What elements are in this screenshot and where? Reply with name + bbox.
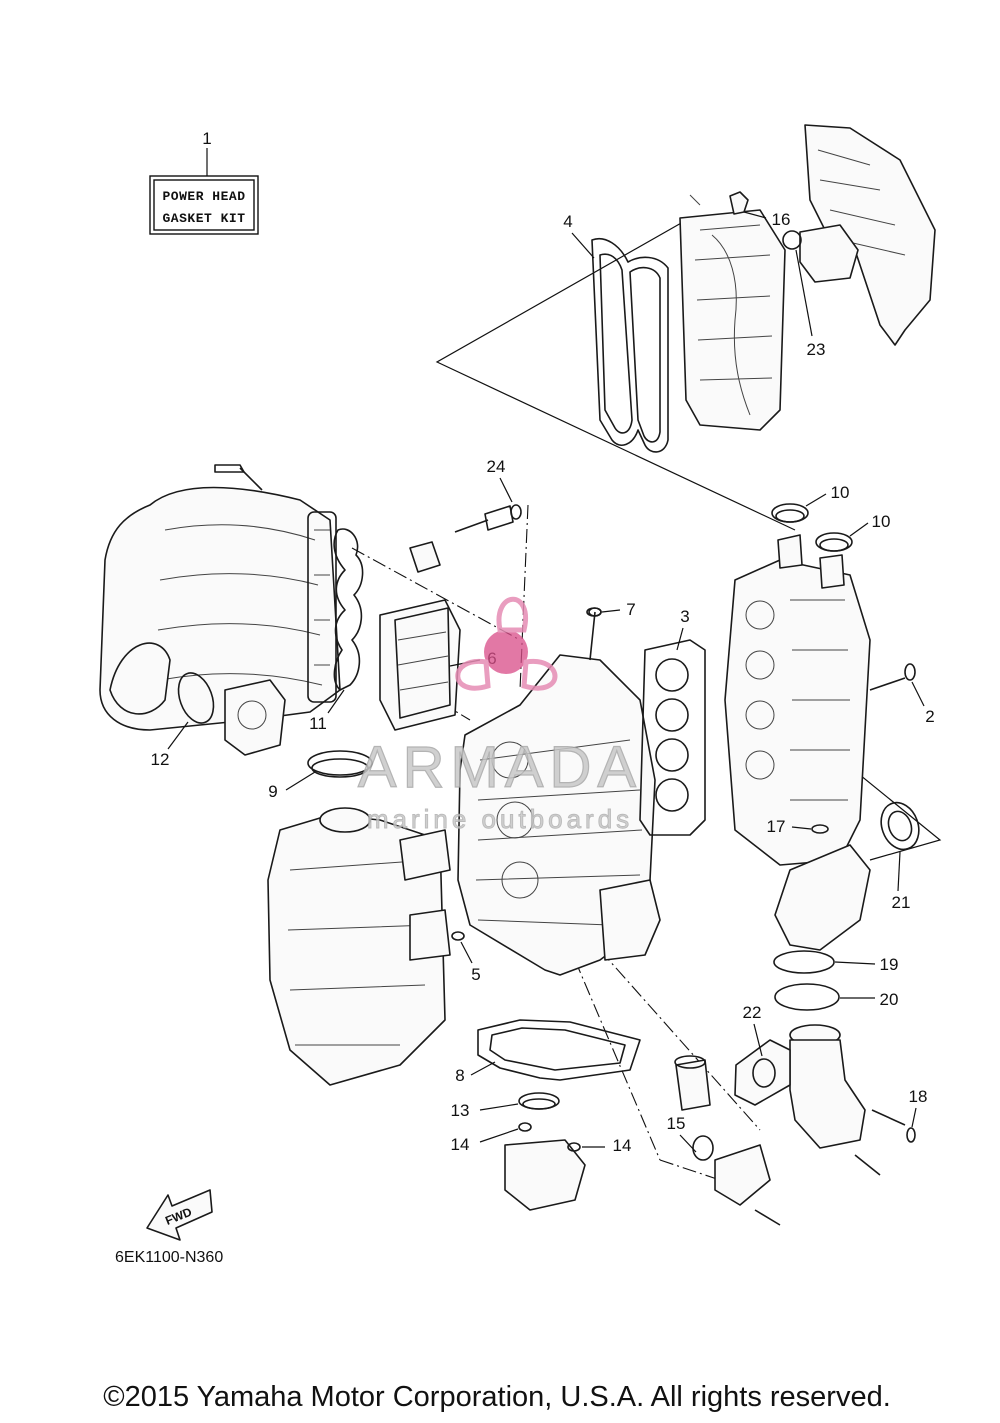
callout-9: 9 xyxy=(268,782,277,801)
gasket-kit-box: POWER HEAD GASKET KIT xyxy=(149,148,259,235)
callout-2: 2 xyxy=(925,707,934,726)
o-ring-5 xyxy=(451,931,465,941)
callout-1: 1 xyxy=(202,129,211,148)
callout-19: 19 xyxy=(880,955,899,974)
watermark-tagline: marine outboards xyxy=(367,804,633,834)
kit-label-line1: POWER HEAD xyxy=(162,189,245,204)
cylinder-block xyxy=(457,607,661,976)
cylinder-head xyxy=(724,534,871,866)
kit-label-line2: GASKET KIT xyxy=(162,211,245,226)
o-ring-7 xyxy=(586,607,602,617)
head-gasket xyxy=(639,639,706,836)
callout-20: 20 xyxy=(880,990,899,1009)
watermark-brand: ARMADA xyxy=(358,735,642,800)
callout-13: 13 xyxy=(451,1101,470,1120)
top-cover-assembly xyxy=(782,124,936,346)
intake-manifold xyxy=(99,464,341,731)
diagram-code: 6EK1100-N360 xyxy=(115,1249,223,1266)
copyright-notice: ©2015 Yamaha Motor Corporation, U.S.A. A… xyxy=(103,1381,891,1413)
callout-12: 12 xyxy=(151,750,170,769)
oil-seal xyxy=(307,750,373,778)
callout-21: 21 xyxy=(892,893,911,912)
callout-4: 4 xyxy=(563,212,572,231)
sensor-assembly xyxy=(409,504,522,573)
watermark-logo xyxy=(455,596,558,691)
exhaust-manifold xyxy=(734,1024,916,1176)
callout-3: 3 xyxy=(680,607,689,626)
crankcase xyxy=(267,807,451,1086)
oil-pump-assembly xyxy=(504,1092,586,1211)
oil-filter-assembly xyxy=(674,1055,781,1226)
callout-14b: 14 xyxy=(613,1136,632,1155)
manifold-gasket xyxy=(333,528,364,691)
callout-8: 8 xyxy=(455,1066,464,1085)
callout-10a: 10 xyxy=(831,483,850,502)
callout-18: 18 xyxy=(909,1087,928,1106)
callout-16: 16 xyxy=(772,210,791,229)
callout-17: 17 xyxy=(767,817,786,836)
o-rings-19-20 xyxy=(773,950,840,1011)
callout-23: 23 xyxy=(807,340,826,359)
exhaust-guide-assembly xyxy=(774,801,920,951)
cylinder-head-cover-assembly xyxy=(591,191,786,453)
callout-22: 22 xyxy=(743,1003,762,1022)
callout-5: 5 xyxy=(471,965,480,984)
callout-10b: 10 xyxy=(872,512,891,531)
oil-pan-gasket xyxy=(477,1019,641,1081)
oil-seals-10 xyxy=(771,503,853,552)
callout-14a: 14 xyxy=(451,1135,470,1154)
fwd-arrow-icon: FWD xyxy=(146,1189,213,1241)
cover-plate xyxy=(379,599,461,731)
callout-15: 15 xyxy=(667,1114,686,1133)
throttle-body-assembly xyxy=(177,672,286,756)
callout-7: 7 xyxy=(626,600,635,619)
watermark: ARMADA marine outboards xyxy=(357,596,642,834)
callout-11: 11 xyxy=(309,714,327,733)
oil-seal-2 xyxy=(869,663,916,691)
callout-24: 24 xyxy=(487,457,506,476)
callouts: 1 2 3 4 5 6 7 8 9 10 10 11 12 13 14 14 1… xyxy=(151,129,935,1155)
